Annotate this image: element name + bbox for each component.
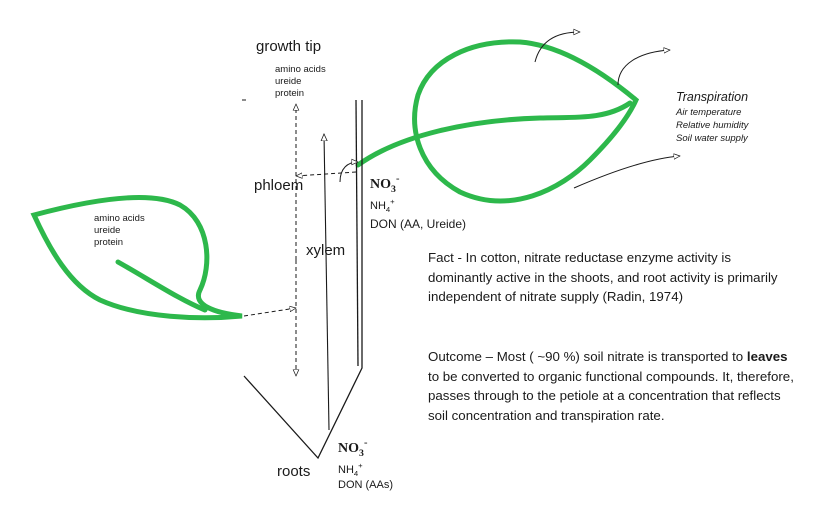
transpiration-factor: Air temperature xyxy=(676,107,742,118)
root-outline xyxy=(243,100,363,460)
leaf-compound: amino acids xyxy=(94,213,145,224)
tip-compound: ureide xyxy=(275,76,302,87)
lower-ammonium: NH4+ xyxy=(338,461,363,478)
formula-subscript: 3 xyxy=(359,448,364,460)
leaf-compound: ureide xyxy=(94,225,121,236)
tip-compound: amino acids xyxy=(275,64,326,75)
transpiration-factor: Soil water supply xyxy=(676,133,748,144)
transpiration-factor: Relative humidity xyxy=(676,120,749,131)
leaf-compound: protein xyxy=(94,237,124,248)
growth-tip-label: growth tip xyxy=(256,38,322,55)
formula-subscript: 3 xyxy=(391,184,396,196)
phloem-leaf-link xyxy=(296,171,357,176)
xylem-arrow xyxy=(324,134,330,431)
upper-nitrate: NO3- xyxy=(370,173,400,196)
lower-don: DON (AAs) xyxy=(338,479,393,491)
stem-outline xyxy=(355,99,359,367)
formula-subscript: 4 xyxy=(385,204,391,214)
transpiration-arrow-2 xyxy=(617,50,670,86)
lower-nitrate: NO3- xyxy=(338,437,368,460)
outcome-paragraph: Outcome – Most ( ~90 %) soil nitrate is … xyxy=(428,349,794,423)
upper-ammonium: NH4+ xyxy=(370,197,395,214)
left-leaf-midrib xyxy=(115,259,208,313)
transpiration-label: Transpiration xyxy=(676,90,749,104)
formula-subscript: 4 xyxy=(353,468,359,478)
roots-label: roots xyxy=(277,463,311,480)
fact-paragraph: Fact - In cotton, nitrate reductase enzy… xyxy=(428,250,778,304)
upper-don: DON (AA, Ureide) xyxy=(370,217,467,231)
right-leaf xyxy=(412,39,640,204)
transpiration-arrow-1 xyxy=(534,32,580,63)
right-leaf-midrib xyxy=(355,100,633,168)
phloem-label: phloem xyxy=(254,177,304,194)
left-leaf xyxy=(30,195,243,321)
xylem-label: xylem xyxy=(306,242,346,259)
xylem-leaf-arrow xyxy=(339,162,358,183)
left-leaf-link xyxy=(243,308,296,317)
transpiration-arrow-3 xyxy=(573,156,680,189)
tip-compound: protein xyxy=(275,88,305,99)
